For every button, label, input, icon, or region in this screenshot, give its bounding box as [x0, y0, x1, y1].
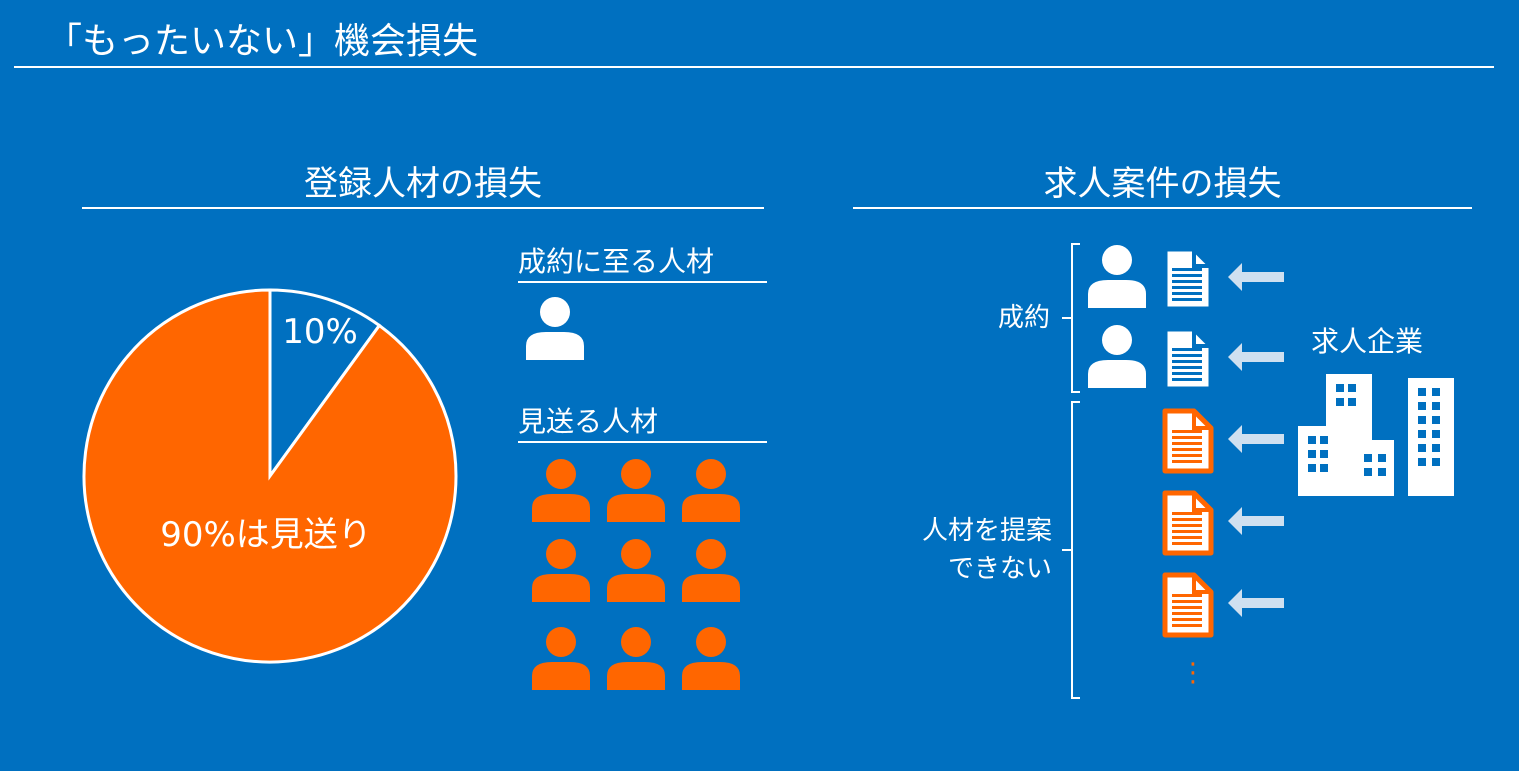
right-section-title: 求人案件の損失: [1043, 164, 1282, 204]
person-icon: [526, 297, 584, 360]
more-ellipsis: ⋮: [1180, 658, 1206, 688]
loss-pie-chart: 10% 90%は見送り: [82, 288, 458, 664]
document-icon: [1162, 246, 1214, 312]
arrow-left-icon: [1228, 263, 1284, 291]
person-icon: [607, 459, 665, 522]
success-talent-label: 成約に至る人材: [518, 245, 715, 278]
arrow-left-icon: [1228, 343, 1284, 371]
person-icon: [532, 539, 590, 602]
page-title: 「もったいない」機会損失: [46, 21, 479, 62]
rejected-talent-label: 見送る人材: [518, 405, 659, 438]
bracket-fail: [1071, 401, 1080, 699]
person-icon: [1088, 245, 1146, 308]
left-section-divider: [82, 207, 764, 209]
person-icon: [682, 627, 740, 690]
left-section-title: 登録人材の損失: [304, 164, 542, 204]
building-icon: [1298, 374, 1454, 496]
arrow-left-icon: [1228, 507, 1284, 535]
person-icon: [607, 539, 665, 602]
arrow-left-icon: [1228, 425, 1284, 453]
pie-label-90pct: 90%は見送り: [160, 515, 372, 555]
right-section-divider: [853, 207, 1472, 209]
document-icon: [1162, 572, 1214, 638]
group-brackets: [1062, 243, 1080, 699]
person-icon: [682, 539, 740, 602]
person-icon: [532, 627, 590, 690]
bracket-success: [1071, 243, 1080, 393]
company-label: 求人企業: [1311, 325, 1424, 358]
document-icon: [1162, 326, 1214, 392]
arrow-left-icon: [1228, 589, 1284, 617]
document-icon: [1162, 490, 1214, 556]
rejected-talent-divider: [518, 441, 767, 443]
title-divider: [14, 66, 1494, 68]
success-talent-divider: [518, 281, 767, 283]
success-group-label: 成約: [997, 303, 1050, 333]
pie-label-10pct: 10%: [282, 312, 358, 352]
document-icon: [1162, 408, 1214, 474]
person-icon: [682, 459, 740, 522]
pie-slice-10pct: [268, 288, 382, 481]
person-icon: [607, 627, 665, 690]
no-proposal-group-label: 人材を提案 できない: [921, 516, 1052, 584]
person-icon: [1088, 325, 1146, 388]
person-icon: [532, 459, 590, 522]
pie-slice-90pct: [82, 288, 458, 664]
